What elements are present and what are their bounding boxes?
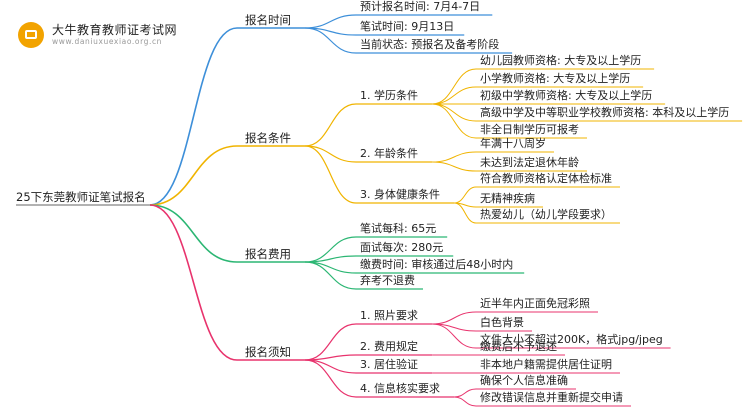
branch-2-leaf: 初级中学教师资格: 大专及以上学历	[480, 89, 653, 102]
branch-3: 报名费用	[245, 247, 291, 261]
branch-2-leaf: 幼儿园教师资格: 大专及以上学历	[480, 54, 642, 67]
branch-4-leaf: 确保个人信息准确	[480, 374, 568, 387]
site-name: 大牛教育教师证考试网	[52, 22, 178, 37]
branch-4-leaf: 白色背景	[480, 316, 524, 329]
connector-line	[432, 151, 477, 163]
branch-4-leaf: 文件大小不超过200K，格式jpg/jpeg	[480, 333, 663, 346]
connector-line	[149, 204, 238, 361]
connector-line	[304, 323, 357, 361]
branch-4: 报名须知	[245, 345, 291, 359]
connector-line	[149, 27, 238, 206]
branch-2-leaf: 未达到法定退休年龄	[480, 156, 579, 169]
connector-line	[432, 103, 477, 139]
branch-1: 报名时间	[245, 13, 291, 27]
branch-4-node: 4. 信息核实要求	[360, 382, 440, 395]
mindmap-root: 25下东莞教师证笔试报名	[16, 190, 146, 204]
connector-line	[304, 27, 357, 54]
branch-2-leaf: 小学教师资格: 大专及以上学历	[480, 72, 631, 85]
connector-line	[304, 145, 357, 163]
branch-4-leaf: 近半年内正面免冠彩照	[480, 297, 590, 310]
branch-1-node: 笔试时间: 9月13日	[360, 20, 455, 33]
connector-line	[432, 68, 477, 105]
branch-2-node: 2. 年龄条件	[360, 147, 418, 160]
connector-line	[432, 103, 477, 122]
branch-4-node: 1. 照片要求	[360, 309, 418, 322]
connector-line	[304, 359, 357, 374]
branch-2-leaf: 年满十八周岁	[480, 137, 546, 150]
branch-2-leaf: 符合教师资格认定体检标准	[480, 172, 612, 185]
branch-2: 报名条件	[245, 131, 291, 145]
branch-2-node: 1. 学历条件	[360, 89, 418, 102]
branch-3-node: 笔试每科: 65元	[360, 222, 437, 235]
connector-line	[454, 186, 477, 204]
connector-line	[432, 323, 477, 349]
site-logo: 大牛教育教师证考试网 www.daniuxuexiao.org.cn	[18, 22, 177, 48]
connector-line	[454, 202, 477, 224]
branch-4-leaf: 修改错误信息并重新提交申请	[480, 391, 623, 404]
branch-1-node: 当前状态: 预报名及备考阶段	[360, 38, 500, 51]
connector-line	[454, 388, 477, 398]
branch-2-leaf: 非全日制学历可报考	[480, 123, 579, 136]
connector-line	[304, 145, 357, 204]
connector-line	[304, 359, 357, 398]
connector-line	[454, 396, 477, 407]
branch-2-leaf: 无精神疾病	[480, 192, 535, 205]
branch-4-leaf: 非本地户籍需提供居住证明	[480, 358, 612, 371]
connector-line	[149, 204, 238, 263]
branch-3-node: 面试每次: 280元	[360, 241, 444, 254]
branch-2-leaf: 热爱幼儿（幼儿学段要求）	[480, 208, 612, 221]
branch-4-node: 2. 费用规定	[360, 340, 418, 353]
branch-3-node: 缴费时间: 审核通过后48小时内	[360, 258, 514, 271]
branch-2-node: 3. 身体健康条件	[360, 188, 440, 201]
connector-line	[432, 161, 477, 172]
connector-line	[149, 145, 238, 206]
connector-line	[432, 311, 477, 325]
connector-line	[304, 261, 357, 290]
branch-3-node: 弃考不退费	[360, 274, 415, 287]
branch-2-leaf: 高级中学及中等职业学校教师资格: 本科及以上学历	[480, 106, 730, 119]
connector-line	[304, 103, 357, 147]
connector-line	[304, 14, 357, 29]
branch-4-leaf: 缴费后不予退还	[480, 340, 557, 353]
connector-line	[304, 261, 357, 274]
connector-line	[304, 354, 357, 361]
branch-1-node: 预计报名时间: 7月4-7日	[360, 0, 481, 13]
site-url: www.daniuxuexiao.org.cn	[52, 36, 163, 46]
connector-line	[432, 86, 477, 105]
connector-line	[304, 236, 357, 263]
branch-4-node: 3. 居住验证	[360, 358, 418, 371]
graduation-logo-icon	[18, 22, 44, 48]
